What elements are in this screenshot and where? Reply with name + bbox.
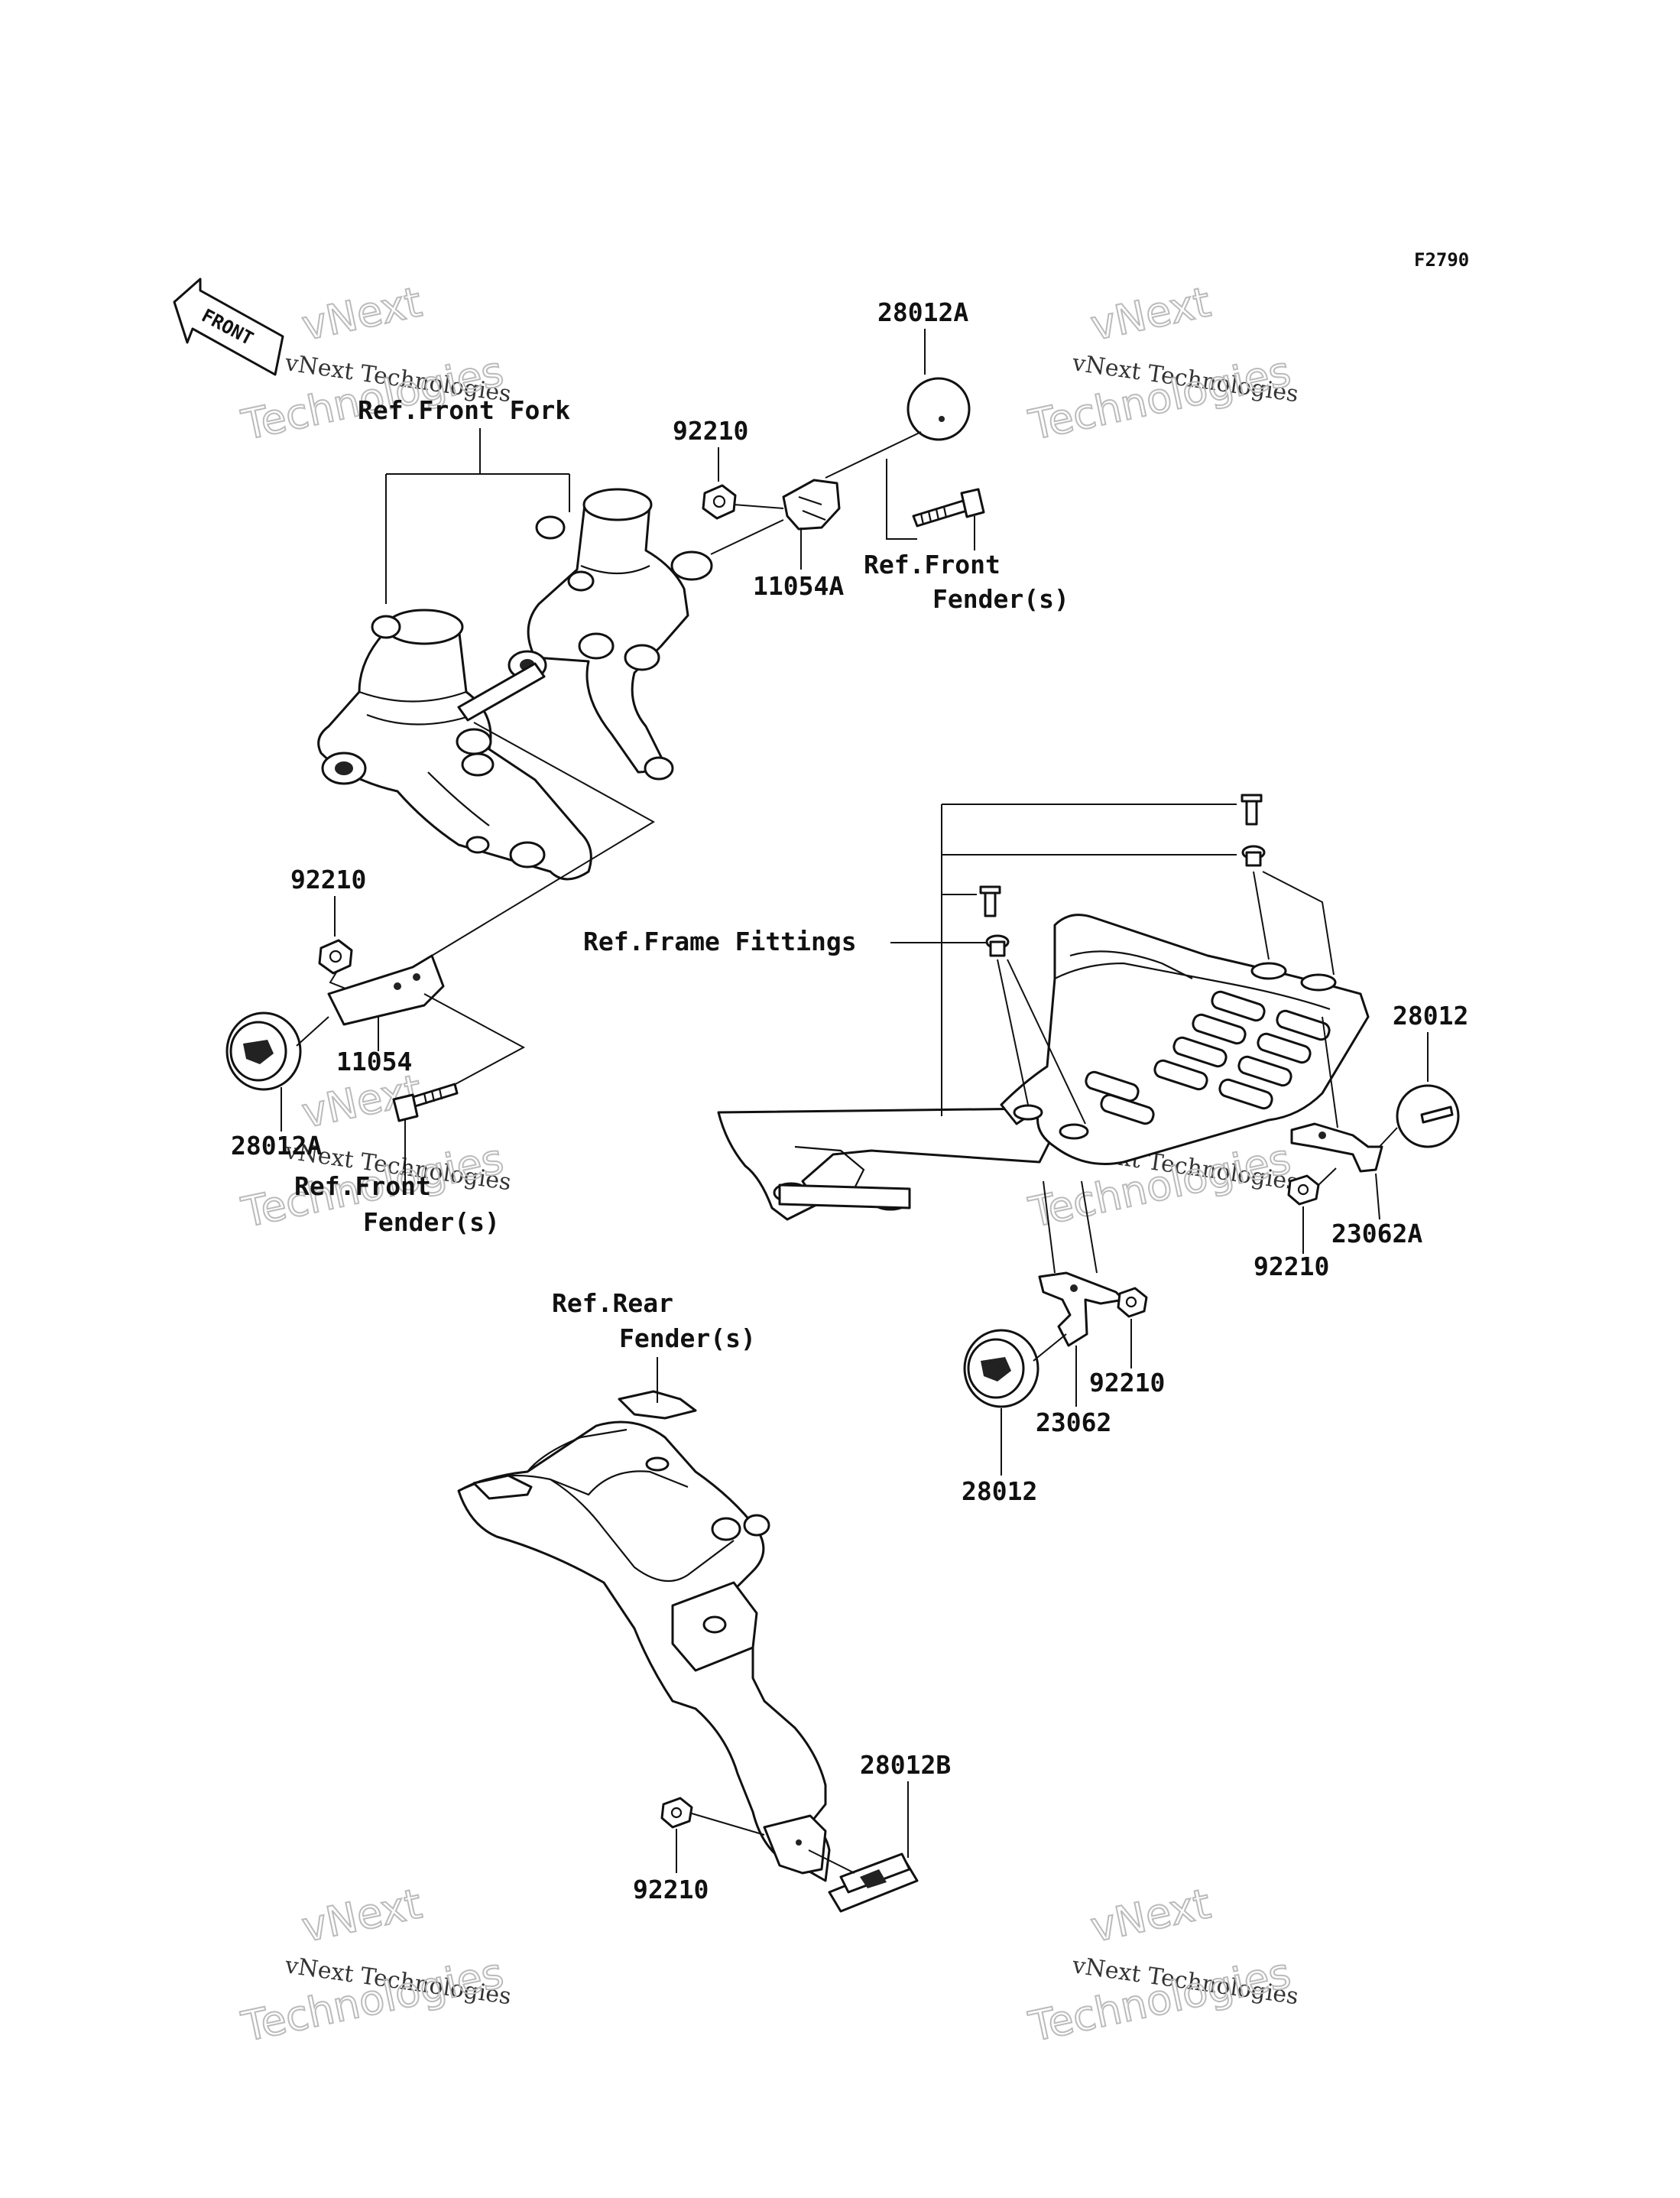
reflector-28012A-top [906,377,971,441]
ref-frame-fittings-label: Ref.Frame Fittings [583,927,857,956]
bracket-23062 [1038,1271,1125,1347]
svg-text:vNext: vNext [1087,1879,1215,1951]
part-28012B-label: 28012B [860,1750,951,1780]
svg-text:vNext: vNext [1087,278,1215,349]
ref-front-fender-top-label-1: Ref.Front [864,550,1001,580]
front-arrow-icon: FRONT [173,278,284,376]
reflector-28012-bottom [963,1329,1039,1408]
nut-92210-mid [1117,1287,1148,1318]
part-11054-label: 11054 [336,1047,412,1076]
watermark-top-right: vNext vNext Technologies Technologies [1024,277,1300,450]
nut-92210-top [702,484,737,520]
rack-slots [1085,990,1331,1125]
part-28012-bottom-label: 28012 [962,1476,1037,1506]
watermark-bottom-left: vNext vNext Technologies Technologies [237,1878,513,2052]
ref-front-fender-top-label-2: Fender(s) [932,584,1069,614]
reflector-28012A-left [225,1011,302,1091]
svg-text:vNext: vNext [298,1879,426,1951]
bolt-frame-2 [1241,845,1266,867]
rear-fender-illustration [457,1390,831,1882]
nut-92210-bottom [660,1797,693,1829]
ref-front-fender-left-label-2: Fender(s) [363,1207,500,1237]
ref-front-fender-left-label-1: Ref.Front [294,1171,431,1201]
reflector-28012-right [1396,1084,1460,1148]
ref-rear-fender-label-1: Ref.Rear [552,1288,673,1318]
bracket-11054A [782,479,841,531]
bolt-frame-4 [985,934,1010,957]
part-92210-mid-label: 92210 [1089,1368,1165,1398]
ref-rear-fender-label-2: Fender(s) [619,1323,756,1353]
part-11054A-label: 11054A [753,571,844,601]
part-28012A-left-label: 28012A [231,1131,322,1161]
watermark-bottom-right: vNext vNext Technologies Technologies [1024,1878,1300,2052]
part-92210-right-label: 92210 [1254,1252,1329,1281]
part-23062-label: 23062 [1036,1407,1111,1437]
bolt-frame-1 [1241,794,1263,826]
part-92210-left-label: 92210 [290,865,366,894]
part-28012A-top-label: 28012A [877,297,968,327]
bolt-front-fender-top [912,488,985,528]
bracket-11054 [327,954,445,1026]
reflector-28012B [828,1852,919,1913]
svg-text:vNext: vNext [298,278,426,349]
bolt-frame-3 [979,885,1001,917]
rear-carrier-illustration [717,914,1370,1221]
front-fork-illustration [317,488,713,881]
nut-92210-right [1287,1174,1320,1206]
part-92210-bottom-label: 92210 [633,1875,709,1904]
nut-92210-left [318,939,353,975]
bolt-front-fender-left [392,1083,459,1122]
figure-code: F2790 [1414,249,1469,271]
part-23062A-label: 23062A [1331,1219,1422,1248]
part-28012-right-label: 28012 [1393,1001,1468,1031]
bracket-23062A [1290,1122,1383,1173]
ref-front-fork-label: Ref.Front Fork [358,395,570,425]
part-92210-top-label: 92210 [673,416,748,446]
